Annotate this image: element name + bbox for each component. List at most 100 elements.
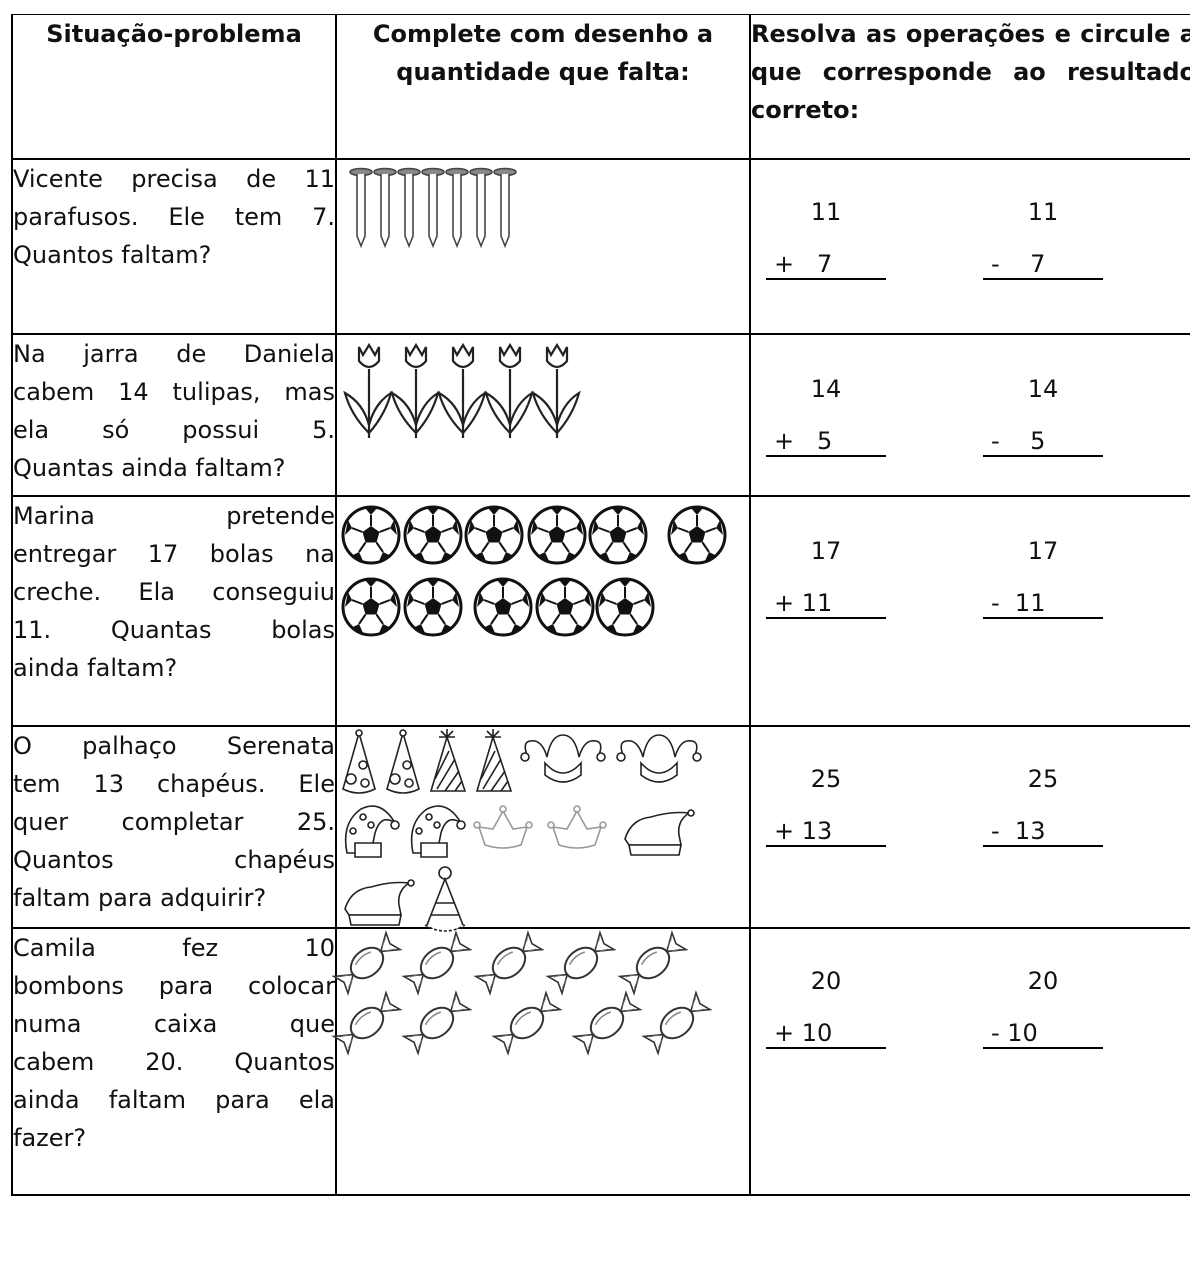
problem-line: Na jarra de Daniela [13,339,335,368]
problem-row: Camila fez 10 bombons para colocar numa … [11,926,1190,1196]
problem-row: Na jarra de Daniela cabem 14 tulipas, ma… [11,332,1190,497]
operation-top: 25 [1027,764,1059,793]
header-drawing-line2: quantidade que falta: [396,58,690,86]
soccer-ball-icon [527,505,587,564]
operation-bottom: - 5 [983,427,1103,457]
operation-bottom: + 7 [766,250,886,280]
hat-icon [473,804,533,849]
soccer-ball-icon [667,505,727,564]
problem-line: Marina pretende [13,501,335,530]
problem-line: Quantos faltam? [13,240,212,269]
candy-icon [331,929,403,996]
hat-icon [475,728,513,792]
operation-bottom: - 7 [983,250,1103,280]
worksheet-table: Situação-problema Complete com desenho a… [11,14,1190,1196]
operation-top: 14 [810,374,842,403]
operations-cell: 17 + 11 17 - 11 [749,494,1190,727]
operation-top: 20 [1027,966,1059,995]
operations-cell: 20 + 10 20 - 10 [749,926,1190,1196]
operation-bottom: - 11 [983,589,1103,619]
soccer-ball-icon [473,577,533,636]
problem-line: ela só possui 5. [13,415,335,444]
candy-icon [331,989,403,1056]
operation-bottom: - 13 [983,817,1103,847]
drawing-cell[interactable] [331,926,751,1196]
candies-drawing [331,929,713,1056]
hat-icon [520,733,606,783]
problem-text: Camila fez 10 bombons para colocar numa … [11,926,337,1196]
soccer-ball-icon [403,577,463,636]
soccer-ball-icon [588,505,648,564]
drawing-cell[interactable] [335,157,751,335]
operation-top: 17 [810,536,842,565]
hats-drawing [342,728,702,932]
problem-line: ainda faltam? [13,653,178,682]
problem-line: numa caixa que [13,1009,335,1038]
header-operations: Resolva as operações e circule a que cor… [749,14,1190,160]
header-operations-line1: Resolva as operações e circule a [751,20,1190,48]
problem-line: creche. Ela conseguiu [13,577,335,606]
problem-line: Camila fez 10 [13,933,335,962]
hat-icon [429,728,467,792]
operation-top: 11 [810,197,842,226]
problem-line: tem 13 chapéus. Ele [13,769,335,798]
header-drawing-line1: Complete com desenho a [372,20,714,48]
problem-row: O palhaço Serenata tem 13 chapéus. Ele q… [11,724,1190,932]
problem-text: Na jarra de Daniela cabem 14 tulipas, ma… [11,332,337,497]
problem-row: Vicente precisa de 11 parafusos. Ele tem… [11,157,1190,335]
problem-row: Marina pretende entregar 17 bolas na cre… [11,494,1190,727]
header-row: Situação-problema Complete com desenho a… [11,14,1190,160]
problem-line: parafusos. Ele tem 7. [13,202,335,231]
soccer-ball-icon [464,505,524,564]
hat-icon [424,865,466,932]
hat-icon [342,728,376,794]
header-operations-line2: que corresponde ao resultado [751,58,1190,86]
problem-text: Vicente precisa de 11 parafusos. Ele tem… [11,157,337,335]
problem-line: entregar 17 bolas na [13,539,335,568]
problem-line: Vicente precisa de 11 [13,164,335,193]
problem-line: cabem 20. Quantos [13,1047,335,1076]
problem-line: cabem 14 tulipas, mas [13,377,335,406]
candy-icon [545,929,617,996]
problem-text: Marina pretende entregar 17 bolas na cre… [11,494,337,727]
operation-top: 20 [810,966,842,995]
header-operations-line3: correto: [751,96,860,124]
soccer-ball-icon [595,577,655,636]
operation-bottom: + 11 [766,589,886,619]
problem-line: ainda faltam para ela [13,1085,335,1114]
soccer-ball-icon [341,577,401,636]
drawing-cell[interactable] [335,494,751,727]
tulip-icon [343,342,581,438]
operation-bottom: + 5 [766,427,886,457]
problem-line: Quantas ainda faltam? [13,453,286,482]
operation-bottom: - 10 [983,1019,1103,1049]
candy-icon [473,929,545,996]
candy-icon [641,989,713,1056]
balls-drawing [341,505,727,636]
soccer-ball-icon [341,505,401,564]
operation-top: 17 [1027,536,1059,565]
hat-icon [547,804,607,849]
hat-icon [616,733,702,783]
problem-line: bombons para colocar [13,971,335,1000]
candy-icon [571,989,643,1056]
screws-drawing [349,167,517,248]
problem-line: fazer? [13,1123,87,1152]
problem-line: Quantos chapéus [13,845,335,874]
operations-cell: 14 + 5 14 - 5 [749,332,1190,497]
candy-icon [491,989,563,1056]
operation-bottom: + 13 [766,817,886,847]
tulips-drawing [343,342,581,438]
hat-icon [410,804,466,858]
operation-top: 14 [1027,374,1059,403]
hat-icon [344,804,400,858]
soccer-ball-icon [535,577,595,636]
drawing-cell[interactable] [335,332,751,497]
header-drawing: Complete com desenho a quantidade que fa… [335,14,751,160]
soccer-ball-icon [403,505,463,564]
operations-cell: 25 + 13 25 - 13 [749,724,1190,929]
drawing-cell[interactable] [335,724,751,932]
problem-line: quer completar 25. [13,807,335,836]
candy-icon [617,929,689,996]
candy-icon [401,929,473,996]
